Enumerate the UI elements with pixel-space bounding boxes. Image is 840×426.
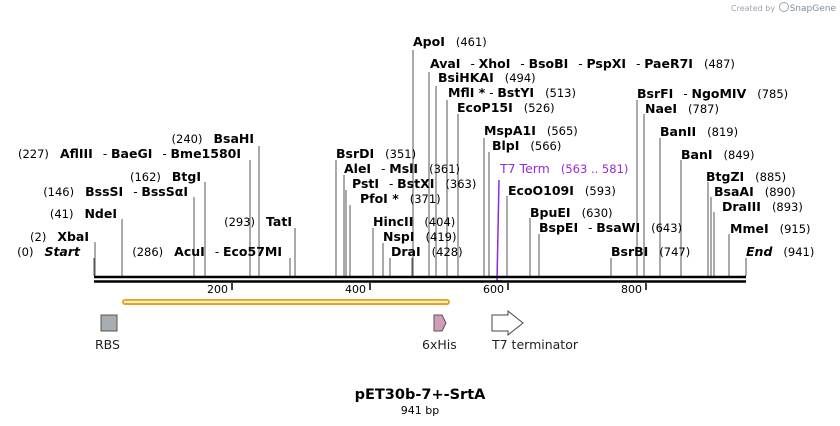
site-BsaAI: BsaAI(890): [714, 184, 796, 199]
site-Start: (0)Start: [17, 244, 81, 259]
site-End: End(941): [746, 244, 814, 259]
site-PstI-group: PstI- BstXI(363): [352, 176, 476, 191]
t7-term-label: T7 Term(563 .. 581): [499, 161, 628, 176]
site-BtgI: (162)BtgI: [130, 169, 201, 184]
snapgene-credit: Created by SnapGene: [731, 2, 836, 14]
backbone: [94, 275, 746, 283]
credit-brand: SnapGene: [789, 4, 836, 14]
site-BsrDI: BsrDI(351): [336, 146, 416, 161]
feature-6xHis: 6xHis: [422, 314, 457, 352]
site-BsrBI: BsrBI(747): [611, 244, 690, 259]
site-BspEI-group: BspEI- BsaWI(643): [539, 220, 682, 235]
site-NaeI: NaeI(787): [645, 101, 719, 116]
site-AvaI-group: AvaI- XhoI- BsoBI- PspXI- PaeR7I(487): [430, 56, 735, 71]
site-AflIII-group: (227)AflIII- BaeGI- Bme1580I: [18, 146, 241, 161]
site-BssSI-group: (146)BssSI- BssSαI: [43, 184, 188, 199]
site-AleI-group: AleI- MslI(361): [344, 161, 460, 176]
credit-prefix: Created by: [731, 4, 776, 13]
feature-RBS-label: RBS: [95, 337, 120, 352]
tick-800: 800: [621, 283, 642, 296]
feature-RBS: RBS: [95, 314, 120, 352]
site-DraI: DraI(428): [391, 244, 463, 259]
site-XbaI: (2)XbaI: [30, 229, 89, 244]
site-MmeI: MmeI(915): [730, 221, 811, 236]
snapgene-logo-icon: [778, 2, 789, 12]
site-MspA1I: MspA1I(565): [484, 123, 578, 138]
site-BtgZI: BtgZI(885): [706, 169, 786, 184]
site-ApoI: ApoI(461): [413, 34, 487, 49]
tick-200: 200: [207, 283, 228, 296]
tick-600: 600: [483, 283, 504, 296]
site-BpuEI: BpuEI(630): [530, 205, 613, 220]
orf-bar: [122, 299, 450, 305]
site-AcuI-group: (286)AcuI- Eco57MI: [132, 244, 282, 259]
site-EcoO109I: EcoO109I(593): [508, 183, 616, 198]
site-DraIII: DraIII(893): [722, 199, 803, 214]
tick-400: 400: [345, 283, 366, 296]
enzyme-labels: ApoI(461) AvaI- XhoI- BsoBI- PspXI- PaeR…: [17, 34, 814, 259]
site-HincII: HincII(404): [373, 214, 455, 229]
site-BlpI: BlpI(566): [492, 138, 561, 153]
feature-T7-terminator-label: T7 terminator: [491, 337, 579, 352]
site-MflI-group: MflI *- BstYI(513): [448, 85, 576, 100]
feature-6xHis-label: 6xHis: [422, 337, 457, 352]
site-EcoP15I: EcoP15I(526): [457, 100, 555, 115]
site-NdeI: (41)NdeI: [50, 206, 117, 221]
site-PfoI: PfoI *(371): [360, 191, 441, 206]
site-connectors: [93, 50, 747, 276]
site-TatI: (293)TatI: [224, 214, 292, 229]
map-title: pET30b-7+-SrtA: [355, 387, 487, 403]
site-BanI: BanI(849): [681, 147, 754, 162]
map-length: 941 bp: [401, 404, 439, 417]
site-BsrFI-group: BsrFI- NgoMIV(785): [637, 86, 788, 101]
scale-ticks: 200 400 600 800: [207, 283, 647, 296]
site-NspI: NspI(419): [383, 229, 456, 244]
site-BanII: BanII(819): [660, 124, 738, 139]
site-BsiHKAI: BsiHKAI(494): [438, 70, 536, 85]
feature-T7-terminator: T7 terminator: [491, 309, 579, 352]
site-BsaHI: (240)BsaHI: [172, 131, 254, 146]
